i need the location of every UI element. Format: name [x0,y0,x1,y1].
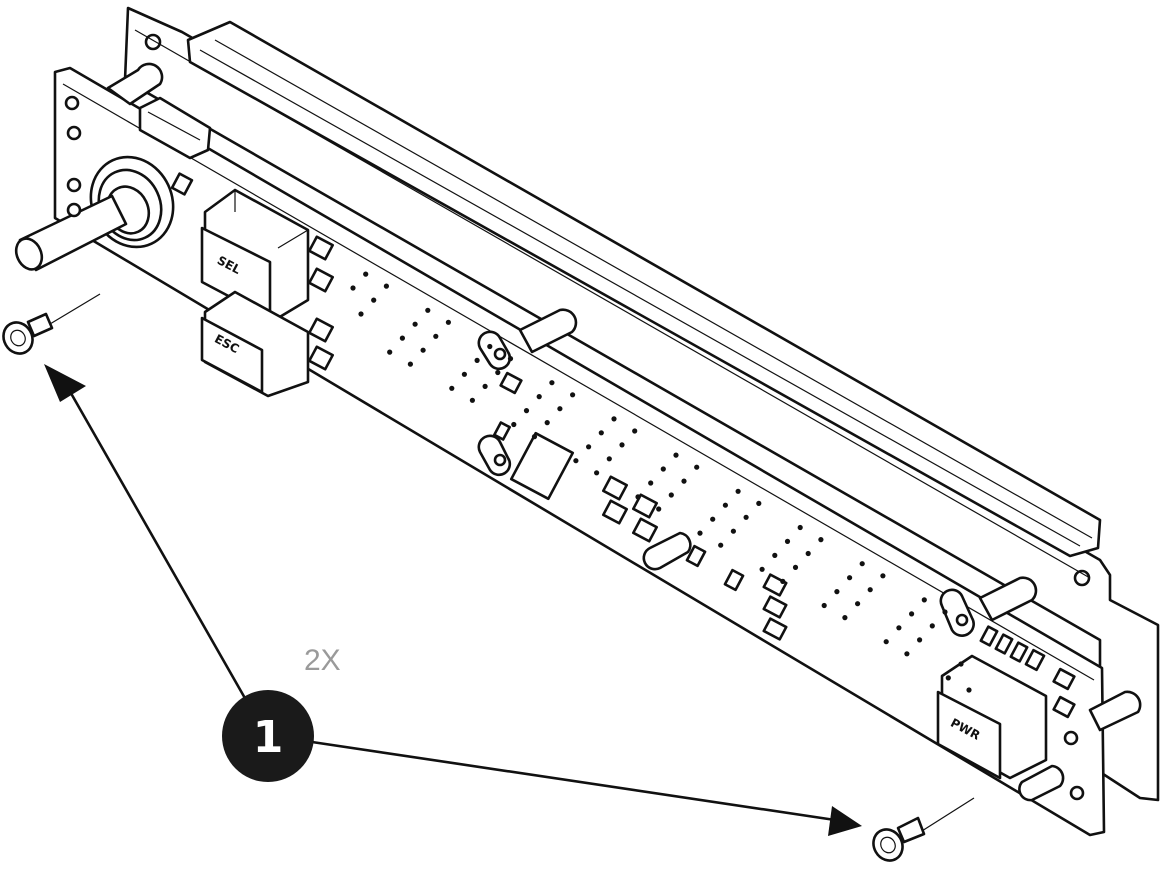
standoffs [106,62,1142,802]
via-dot [420,347,426,353]
via-dot [487,343,493,350]
via-dot [371,297,377,303]
via-dot [710,516,716,522]
pcb-vias [350,271,972,693]
via-dot [942,609,948,615]
via-dot [407,361,413,367]
via-dot [697,530,703,536]
via-dot [784,538,791,545]
via-dot [867,587,873,593]
via-dot [570,392,576,398]
via-dot [586,444,592,450]
via-dot [350,285,356,291]
via-dot [917,637,923,643]
via-dot [673,452,679,458]
via-dot [730,528,737,534]
via-dot [449,385,455,391]
via-dot [469,397,475,403]
via-dot [694,464,700,470]
via-dot [412,321,418,327]
rotary-encoder [14,155,175,272]
screw-left [2,293,101,355]
via-dot [722,502,729,508]
callout-number: 1 [253,712,284,763]
pwr-button: PWR [936,654,1048,780]
via-dot [461,371,467,377]
via-dot [681,478,687,484]
circuit-board [53,66,1106,837]
via-dot [880,573,886,579]
via-dot [544,420,550,426]
header-connector [138,96,212,160]
via-dot [780,578,786,585]
via-dot [966,687,972,693]
sel-button: SEL [200,188,310,320]
via-dot [929,623,935,629]
via-dot [648,480,654,486]
via-dot [482,383,488,389]
via-dot [425,307,431,313]
via-dot [611,416,617,422]
via-dot [523,408,530,414]
via-dot [818,537,824,543]
via-dot [598,430,604,436]
via-dot [387,349,393,355]
via-dot [842,615,848,621]
via-dot [805,550,811,557]
via-dot [383,283,389,289]
via-dot [619,442,625,448]
extrusion-cover [186,20,1102,558]
via-dot [859,561,865,567]
via-dot [834,589,840,595]
via-dot [507,356,514,362]
via-dot [606,456,612,462]
via-dot [718,542,724,548]
via-dot [363,271,369,277]
via-dot [855,601,861,607]
via-dot [635,494,641,500]
via-dot [445,319,451,325]
via-dot [792,564,799,571]
via-dot [909,611,915,617]
via-dot [821,602,827,609]
pcb-holes-mid [477,330,1085,801]
via-dot [399,335,405,341]
via-dot [958,661,964,667]
quantity-label: 2X [304,644,341,677]
via-dot [735,488,741,494]
via-dot [358,311,364,317]
via-dot [531,434,538,440]
via-dot [883,639,889,645]
via-dot [759,566,765,572]
via-dot [743,514,749,520]
via-dot [474,357,480,363]
via-dot [660,466,666,472]
via-dot [511,421,517,428]
via-dot [573,458,579,464]
esc-button: ESC [200,290,310,398]
via-dot [904,651,910,657]
via-dot [594,470,600,476]
via-dot [756,500,762,506]
callout: 1 2X [44,364,862,836]
via-dot [772,552,778,559]
via-dot [632,428,638,434]
screw-right [872,797,975,862]
via-dot [797,524,803,531]
via-dot [945,675,951,681]
via-dot [549,380,555,386]
via-dot [433,333,439,339]
via-dot [656,506,662,512]
smd-components [170,172,1076,719]
via-dot [847,575,853,581]
via-dot [668,492,674,498]
via-dot [921,597,927,603]
via-dot [536,394,542,400]
via-dot [495,369,501,376]
via-dot [557,406,563,412]
via-dot [896,625,902,631]
pcb-holes-left [64,95,82,218]
callout-circle [222,690,314,782]
